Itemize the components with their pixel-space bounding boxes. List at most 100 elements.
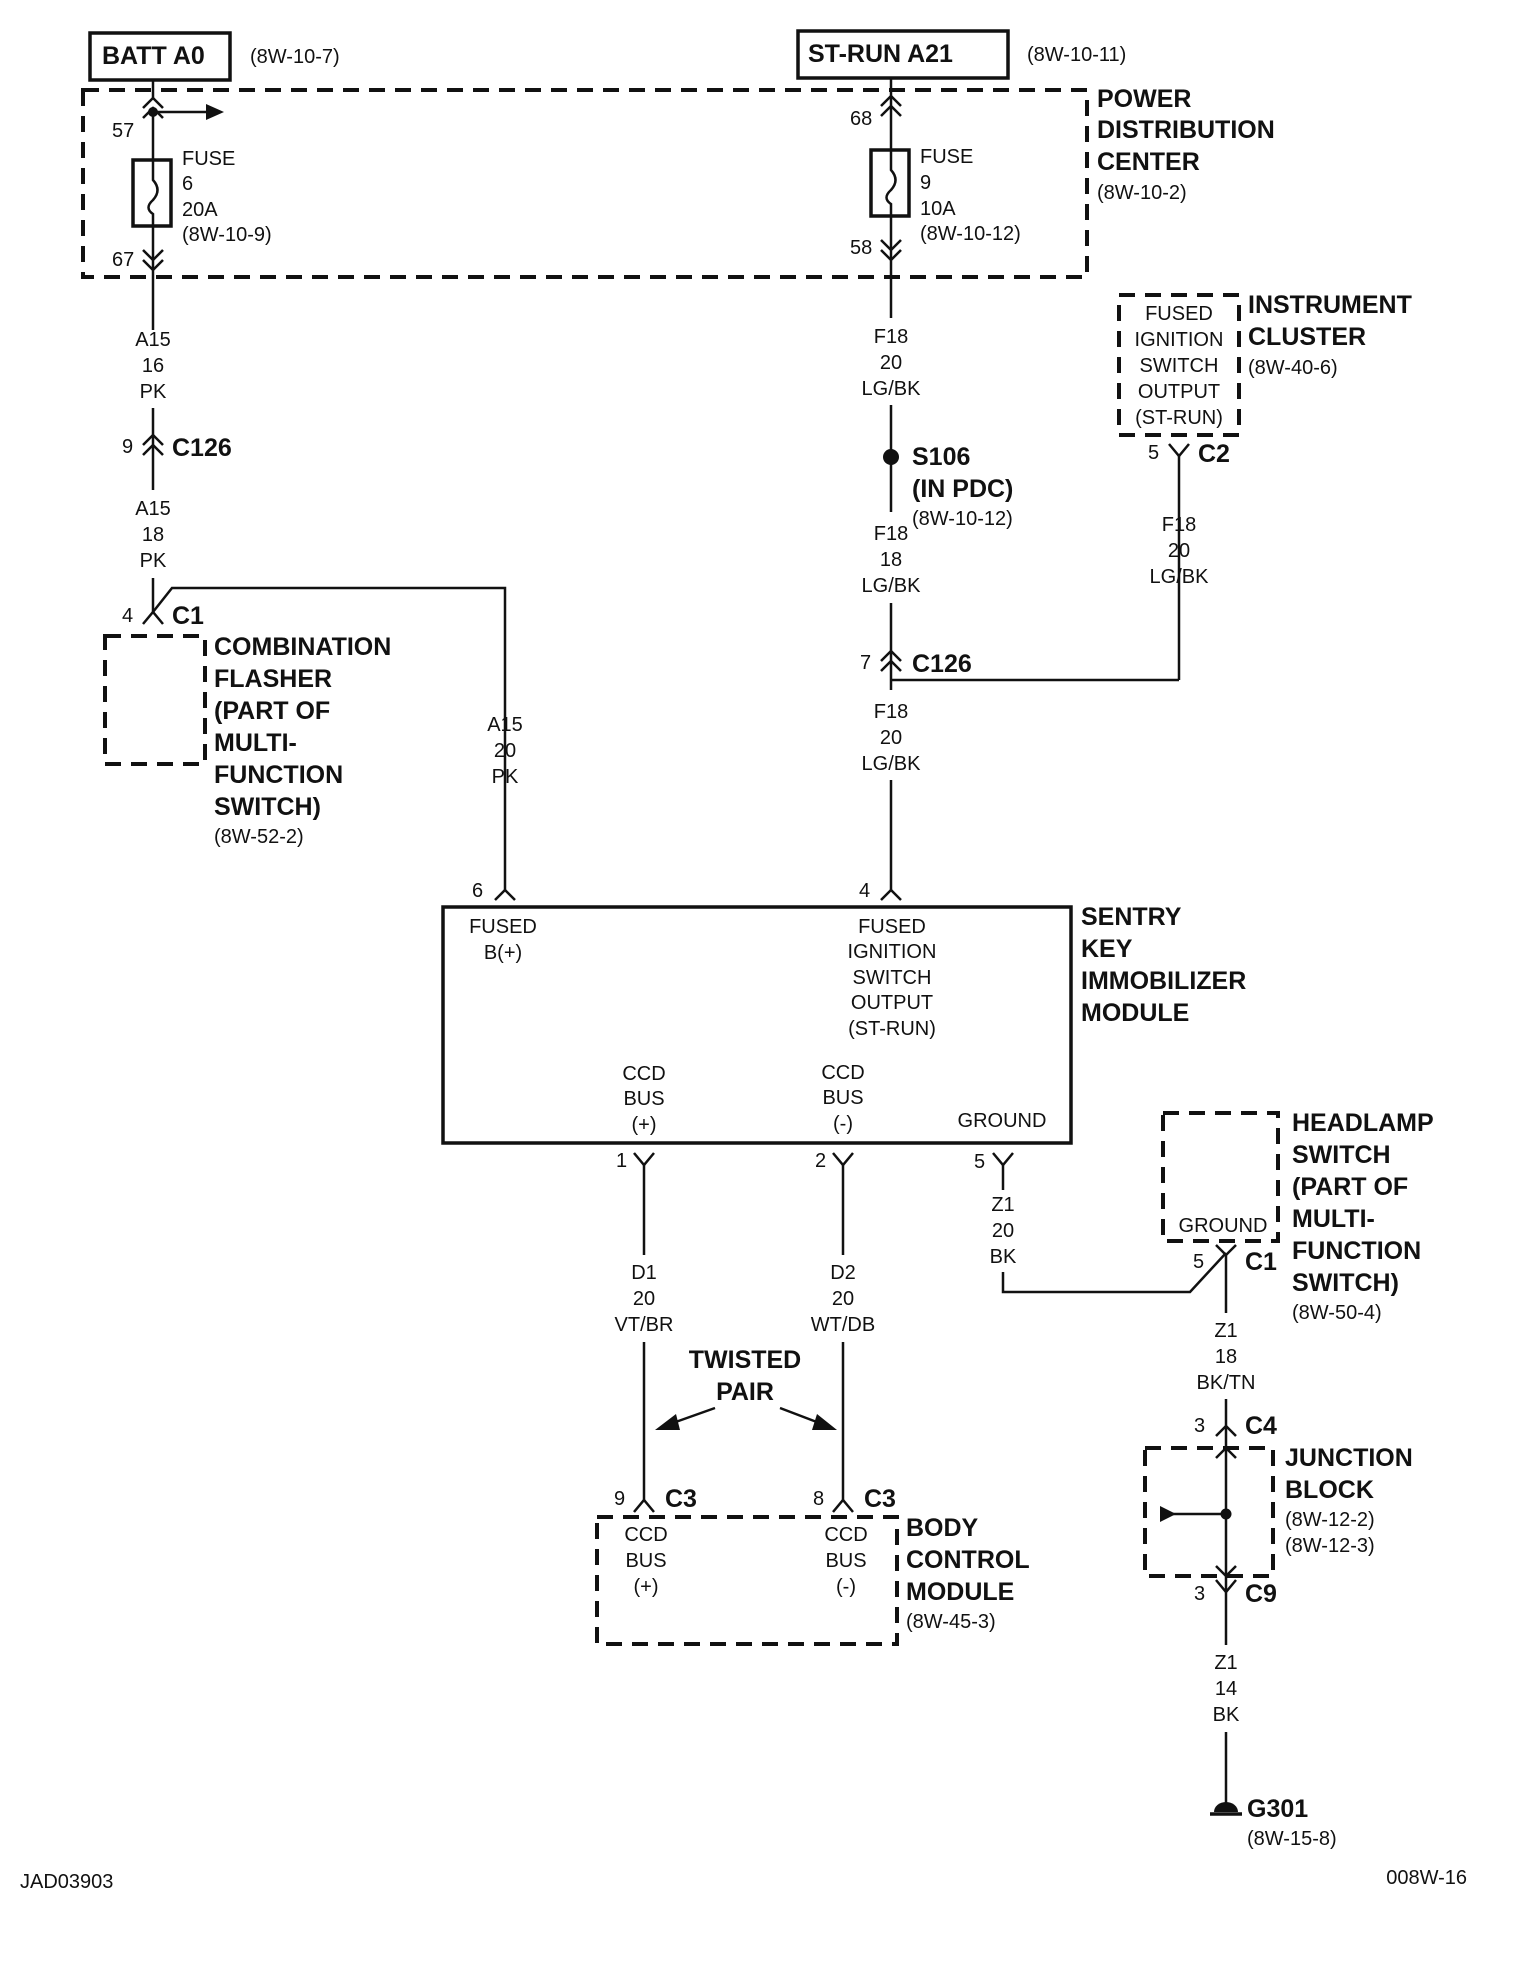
- twisted-pair-arrow-left-icon: [655, 1414, 680, 1430]
- skim-fused-b-1: FUSED: [469, 916, 537, 938]
- body-control-module-box: [595, 1515, 899, 1646]
- fuse6-pin-in: 57: [112, 120, 134, 142]
- headlamp-title-3: (PART OF: [1292, 1173, 1408, 1201]
- skim-ccd-plus-3: (+): [632, 1114, 657, 1136]
- skim-fused-ign-3: SWITCH: [853, 967, 932, 989]
- skim-pin2: 2: [815, 1150, 826, 1172]
- skim-module-box: [441, 905, 1073, 1145]
- fuse9-text-4: (8W-10-12): [920, 223, 1021, 245]
- c126-right-connector-lower: [880, 659, 902, 672]
- skim-fused-ign-4: OUTPUT: [851, 992, 933, 1014]
- pdc-title-2: DISTRIBUTION: [1097, 116, 1275, 144]
- s106-name: S106: [912, 443, 970, 471]
- fuse6-in-connector-upper: [142, 96, 164, 109]
- skim-ground-label: GROUND: [958, 1110, 1047, 1132]
- flasher-c1-connector: [142, 610, 164, 625]
- z1-14-3: BK: [1213, 1704, 1240, 1726]
- headlamp-title-2: SWITCH: [1292, 1141, 1391, 1169]
- fuse9-text-1: FUSE: [920, 146, 973, 168]
- flasher-ref: (8W-52-2): [214, 826, 304, 848]
- ic-ref: (8W-40-6): [1248, 357, 1338, 379]
- f18-18-2: 18: [880, 549, 902, 571]
- fuse9-text-2: 9: [920, 172, 931, 194]
- bcm-title-3: MODULE: [906, 1578, 1014, 1606]
- fuse6-text-1: FUSE: [182, 148, 235, 170]
- flasher-c1-pin: 4: [122, 605, 133, 627]
- flasher-title-4: MULTI-: [214, 729, 297, 757]
- d2-1: D2: [830, 1262, 856, 1284]
- jb-c4-pin: 3: [1194, 1415, 1205, 1437]
- headlamp-c1-connector: [1215, 1244, 1237, 1257]
- jb-splice-dot: [1220, 1508, 1232, 1520]
- fuse9-text-3: 10A: [920, 198, 956, 220]
- twisted-pair-arrow-right-icon: [812, 1414, 837, 1430]
- bcm-ccd-minus-2: BUS: [825, 1550, 866, 1572]
- jb-bottom-arrow-icon: [1215, 1565, 1237, 1578]
- s106-splice-dot: [883, 449, 899, 465]
- fuse9-pin-in: 68: [850, 108, 872, 130]
- d1-2: 20: [633, 1288, 655, 1310]
- bcm-pin8: 8: [813, 1488, 824, 1510]
- st-run-a21-ref: (8W-10-11): [1027, 44, 1126, 66]
- bcm-c3-name-right: C3: [864, 1485, 896, 1513]
- skim-title-1: SENTRY: [1081, 903, 1182, 931]
- bcm-pin9: 9: [614, 1488, 625, 1510]
- jb-title-1: JUNCTION: [1285, 1444, 1413, 1472]
- ic-inner-4: OUTPUT: [1138, 381, 1220, 403]
- ic-inner-1: FUSED: [1145, 303, 1213, 325]
- skim-pin1-connector: [633, 1152, 655, 1167]
- f18-ic-wire-1: F18: [1162, 514, 1196, 536]
- bcm-ccd-plus-3: (+): [634, 1576, 659, 1598]
- a15-16-3: PK: [140, 381, 167, 403]
- a15-20-3: PK: [492, 766, 519, 788]
- ic-c2-name: C2: [1198, 440, 1230, 468]
- skim-title-4: MODULE: [1081, 999, 1189, 1027]
- skim-fused-ign-5: (ST-RUN): [848, 1018, 936, 1040]
- headlamp-switch-box: [1161, 1111, 1280, 1243]
- c126-left-name: C126: [172, 434, 232, 462]
- bcm-c3-name-left: C3: [665, 1485, 697, 1513]
- ic-inner-2: IGNITION: [1135, 329, 1224, 351]
- a15-18-1: A15: [135, 498, 171, 520]
- fuse9-out-connector-upper: [880, 239, 902, 252]
- footer-left-code: JAD03903: [20, 1871, 113, 1893]
- c126-left-connector-upper: [142, 433, 164, 446]
- f18-mod-1: F18: [874, 701, 908, 723]
- flasher-title-1: COMBINATION: [214, 633, 391, 661]
- flasher-title-3: (PART OF: [214, 697, 330, 725]
- skim-title-2: KEY: [1081, 935, 1133, 963]
- fuse6-text-2: 6: [182, 173, 193, 195]
- bcm-title-2: CONTROL: [906, 1546, 1030, 1574]
- jb-ref-1: (8W-12-2): [1285, 1509, 1375, 1531]
- flasher-title-5: FUNCTION: [214, 761, 343, 789]
- z1-20-2: 20: [992, 1220, 1014, 1242]
- jb-title-2: BLOCK: [1285, 1476, 1374, 1504]
- z1-14-1: Z1: [1214, 1652, 1237, 1674]
- f18-ic-wire-3: LG/BK: [1150, 566, 1210, 588]
- st-run-a21-label: ST-RUN A21: [808, 40, 953, 68]
- bcm-ccd-minus-3: (-): [836, 1576, 856, 1598]
- ic-c2-connector: [1168, 443, 1190, 458]
- c126-left-connector-lower: [142, 443, 164, 456]
- jb-ref-2: (8W-12-3): [1285, 1535, 1375, 1557]
- f18-ic-wire-2: 20: [1168, 540, 1190, 562]
- skim-pin6-connector: [494, 888, 516, 901]
- batt-a0-box: [88, 31, 232, 82]
- headlamp-ref: (8W-50-4): [1292, 1302, 1382, 1324]
- g301-ref: (8W-15-8): [1247, 1828, 1337, 1850]
- z1-18-1: Z1: [1214, 1320, 1237, 1342]
- d2-2: 20: [832, 1288, 854, 1310]
- pdc-title-1: POWER: [1097, 85, 1191, 113]
- skim-fused-ign-1: FUSED: [858, 916, 926, 938]
- a15-16-2: 16: [142, 355, 164, 377]
- skim-fused-b-2: B(+): [484, 942, 522, 964]
- fuse6-pin-out: 67: [112, 249, 134, 271]
- a15-20-2: 20: [494, 740, 516, 762]
- ic-c2-pin: 5: [1148, 442, 1159, 464]
- f18-18-1: F18: [874, 523, 908, 545]
- fuse6-text-4: (8W-10-9): [182, 224, 272, 246]
- pdc-bus-arrow-icon: [206, 104, 224, 120]
- c126-right-connector-upper: [880, 649, 902, 662]
- batt-a0-ref: (8W-10-7): [250, 46, 340, 68]
- pdc-ref: (8W-10-2): [1097, 182, 1187, 204]
